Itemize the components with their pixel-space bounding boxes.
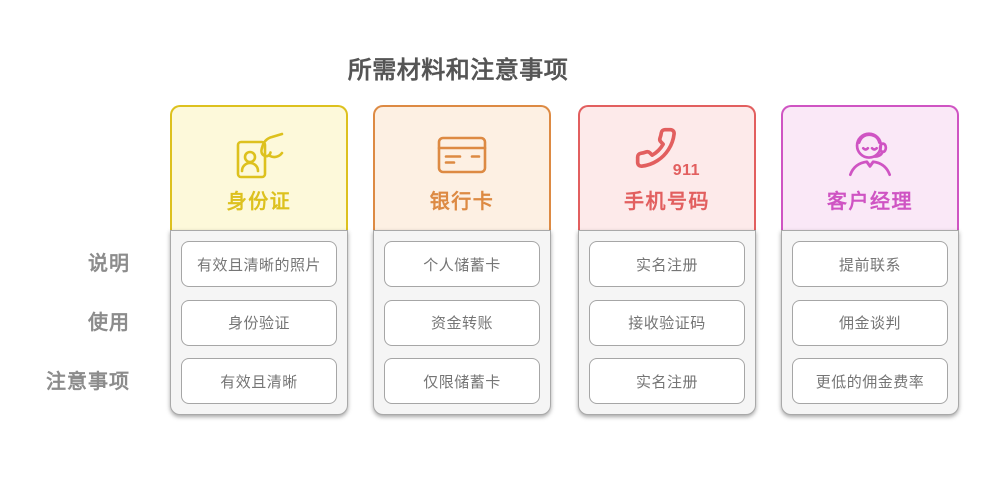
card-account-manager-body: 提前联系 佣金谈判 更低的佣金费率 bbox=[781, 230, 959, 415]
card-id-card-header: 身份证 bbox=[170, 105, 348, 230]
card-item: 身份验证 bbox=[181, 299, 337, 346]
card-phone-number: 911 手机号码 实名注册 接收验证码 实名注册 bbox=[578, 105, 756, 415]
row-label-notes: 注意事项 bbox=[46, 371, 130, 393]
card-item: 提前联系 bbox=[792, 241, 948, 287]
card-item: 仅限储蓄卡 bbox=[384, 358, 540, 404]
card-item: 实名注册 bbox=[589, 241, 745, 287]
card-title: 身份证 bbox=[226, 191, 292, 213]
card-title: 银行卡 bbox=[429, 191, 495, 213]
card-item: 有效且清晰的照片 bbox=[181, 241, 337, 287]
card-item: 实名注册 bbox=[589, 358, 745, 404]
row-label-usage: 使用 bbox=[88, 312, 130, 334]
phone-icon: 911 bbox=[634, 126, 700, 184]
card-bank-card-body: 个人储蓄卡 资金转账 仅限储蓄卡 bbox=[373, 230, 551, 415]
card-bank-card-header: 银行卡 bbox=[373, 105, 551, 230]
card-bank-card: 银行卡 个人储蓄卡 资金转账 仅限储蓄卡 bbox=[373, 105, 551, 415]
card-item: 有效且清晰 bbox=[181, 358, 337, 404]
card-phone-number-header: 911 手机号码 bbox=[578, 105, 756, 230]
card-title: 手机号码 bbox=[624, 191, 710, 213]
card-account-manager-header: 客户经理 bbox=[781, 105, 959, 230]
card-title: 客户经理 bbox=[827, 191, 913, 213]
row-label-description: 说明 bbox=[88, 253, 130, 275]
phone-number-badge: 911 bbox=[672, 162, 700, 179]
card-id-card: 身份证 有效且清晰的照片 身份验证 有效且清晰 bbox=[170, 105, 348, 415]
card-phone-number-body: 实名注册 接收验证码 实名注册 bbox=[578, 230, 756, 415]
id-card-hand-icon bbox=[231, 126, 287, 184]
diagram-title: 所需材料和注意事项 bbox=[347, 57, 569, 84]
card-id-card-body: 有效且清晰的照片 身份验证 有效且清晰 bbox=[170, 230, 348, 415]
card-account-manager: 客户经理 提前联系 佣金谈判 更低的佣金费率 bbox=[781, 105, 959, 415]
card-item: 接收验证码 bbox=[589, 299, 745, 346]
card-item: 个人储蓄卡 bbox=[384, 241, 540, 287]
card-item: 更低的佣金费率 bbox=[792, 358, 948, 404]
bank-card-icon bbox=[434, 126, 490, 184]
card-item: 佣金谈判 bbox=[792, 299, 948, 346]
agent-headset-icon bbox=[841, 126, 899, 184]
card-item: 资金转账 bbox=[384, 299, 540, 346]
